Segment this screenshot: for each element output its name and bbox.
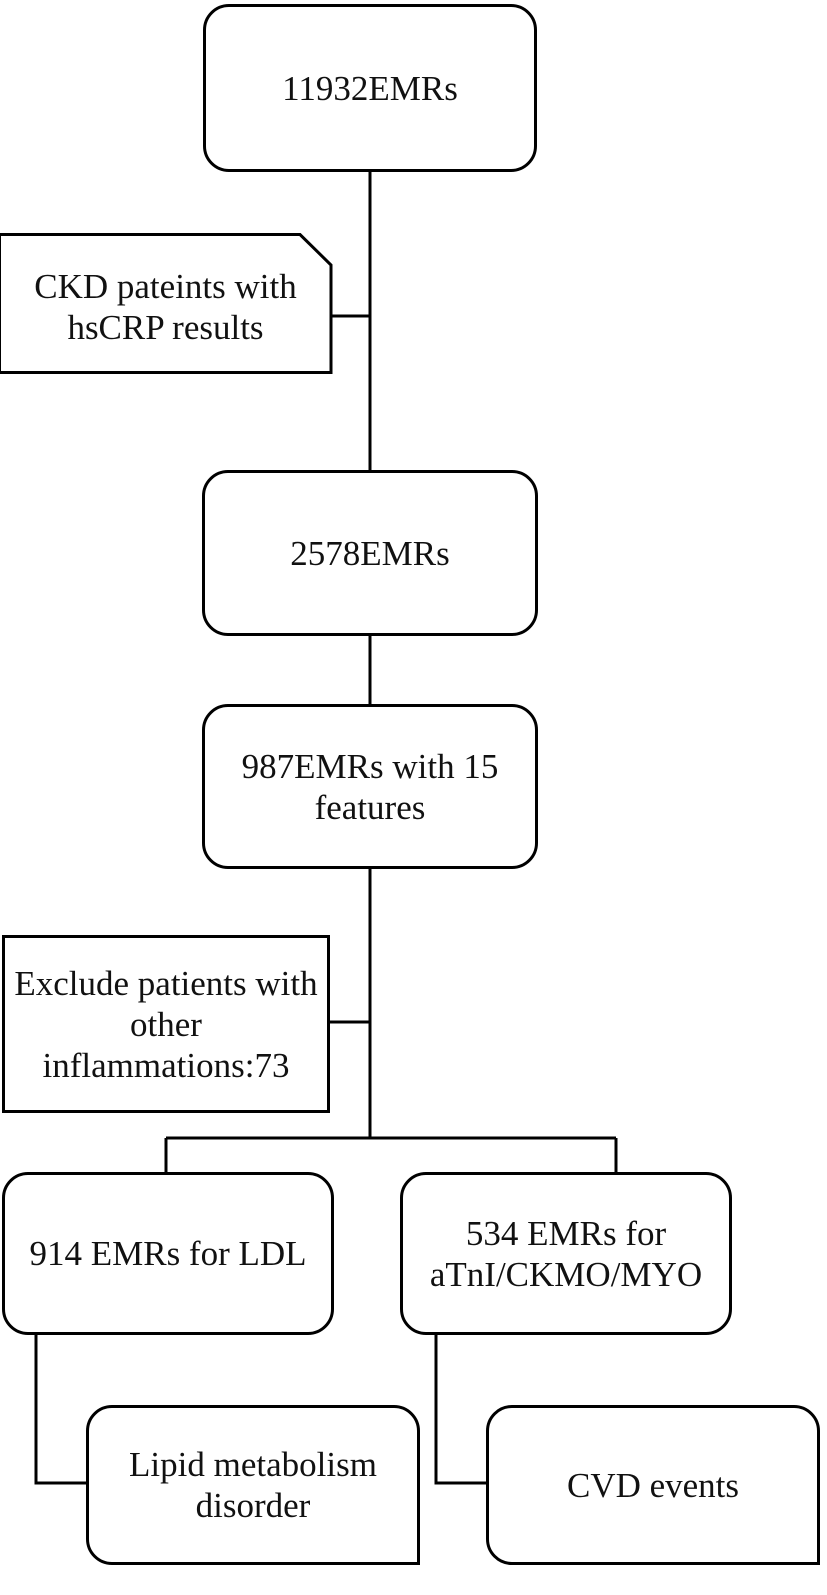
node-lipid-outcome: Lipid metabolism disorder [86,1405,420,1565]
node-filter-note-shape [0,233,333,374]
node-2578-emrs: 2578EMRs [202,470,538,636]
node-filter-note: CKD pateints with hsCRP results [34,266,297,347]
node-total-emrs: 11932EMRs [203,4,537,172]
node-cvd-outcome: CVD events [486,1405,820,1565]
node-ldl-branch: 914 EMRs for LDL [2,1172,334,1335]
edge-cardiac-to-cvd [434,1335,486,1485]
node-cardiac-branch: 534 EMRs for aTnI/CKMO/MYO [400,1172,732,1335]
node-987-emrs: 987EMRs with 15 features [202,704,538,869]
node-exclusion-note: Exclude patients with other inflammation… [2,935,330,1113]
edge-ldl-to-lipid [34,1335,86,1485]
